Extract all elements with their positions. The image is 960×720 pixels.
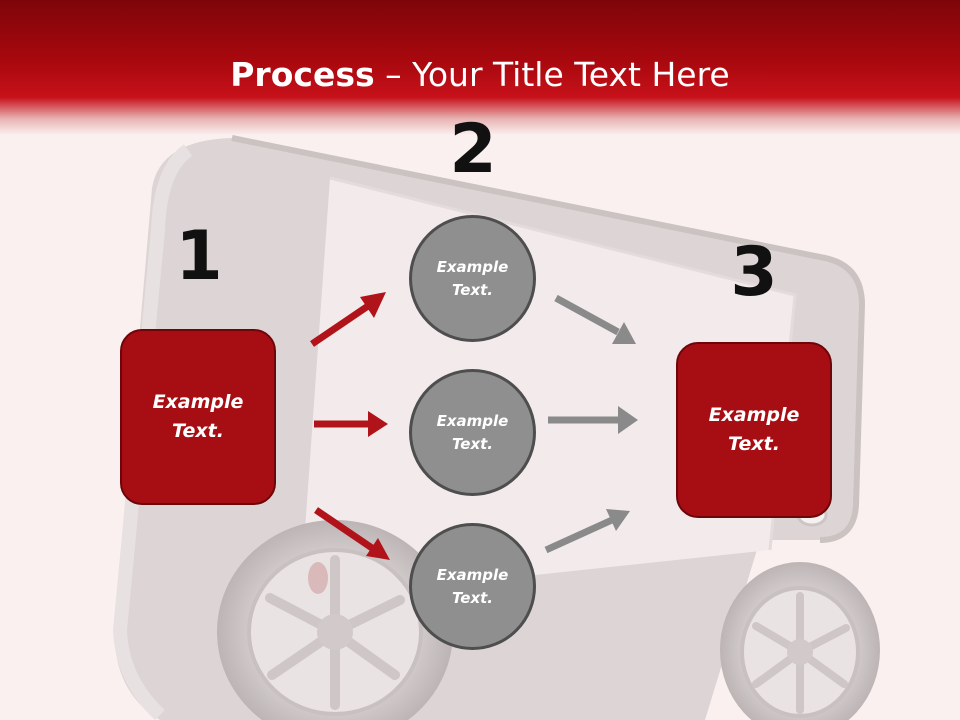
circle-text-top: Example Text. (436, 257, 509, 299)
left-step-box[interactable]: Example Text. (120, 329, 276, 505)
circle-step-bottom[interactable]: Example Text. (409, 523, 536, 650)
title-bar (0, 0, 960, 135)
gray-arrow-straight (548, 406, 638, 434)
left-step-text: Example Text. (152, 391, 244, 442)
right-step-box[interactable]: Example Text. (676, 342, 832, 518)
red-arrow-straight (314, 411, 388, 437)
slide-title: Process – Your Title Text Here (0, 52, 960, 98)
gray-arrow-up (544, 509, 630, 554)
circle-step-middle[interactable]: Example Text. (409, 369, 536, 496)
step-number-3: 3 (730, 233, 778, 312)
title-bold: Process (230, 55, 375, 94)
gray-arrow-down (554, 294, 636, 344)
red-arrow-up (310, 292, 386, 347)
title-rest: – Your Title Text Here (374, 55, 730, 94)
circle-text-bottom: Example Text. (436, 565, 509, 607)
step-number-2: 2 (449, 110, 497, 189)
circle-step-top[interactable]: Example Text. (409, 215, 536, 342)
right-step-text: Example Text. (708, 404, 800, 455)
step-number-1: 1 (175, 217, 223, 296)
red-arrow-down (314, 507, 390, 560)
circle-text-middle: Example Text. (436, 411, 509, 453)
